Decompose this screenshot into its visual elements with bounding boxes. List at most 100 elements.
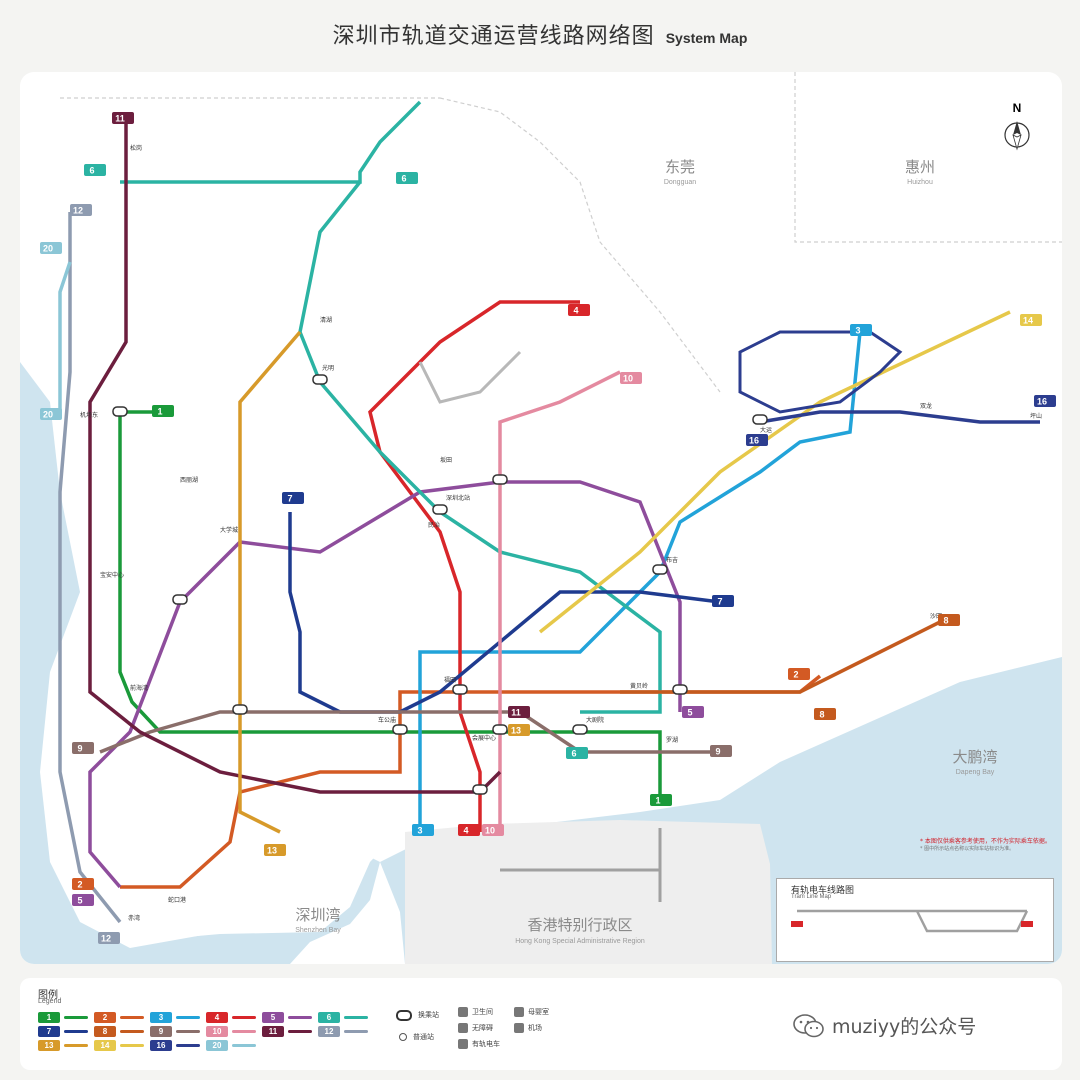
region-dongguan: 东莞 <box>665 158 695 176</box>
line-badge-9[interactable]: 9 <box>710 745 732 757</box>
line-badge: 13 <box>38 1039 60 1051</box>
map-panel[interactable]: 东莞 Dongguan 惠州 Huizhou 大鹏湾 Dapeng Bay 深圳… <box>20 72 1062 964</box>
svg-text:4: 4 <box>463 826 468 836</box>
watermark: muziyy的公众号 <box>792 1012 976 1039</box>
svg-text:13: 13 <box>267 846 277 856</box>
line-badge-4[interactable]: 4 <box>568 304 590 316</box>
map-notes: * 本图仅供乘客参考使用，不作为实际乘车依据。 * 图中所示站点名称以实际车站标… <box>920 838 1060 853</box>
line-swatch <box>176 1029 200 1033</box>
line-badge-1[interactable]: 1 <box>650 794 672 806</box>
line-badge-12[interactable]: 12 <box>98 932 120 944</box>
interchange-13 <box>312 374 328 385</box>
line-3-loop <box>738 330 903 414</box>
interchange-2 <box>392 724 408 735</box>
line-badge-12[interactable]: 12 <box>70 204 92 216</box>
line-swatch <box>344 1029 368 1033</box>
legend-interchange-label: 换乘站 <box>418 1011 439 1019</box>
region-huizhou-en: Huizhou <box>907 179 933 186</box>
line-badge: 10 <box>206 1025 228 1037</box>
line-badge-3[interactable]: 3 <box>850 324 872 336</box>
svg-text:5: 5 <box>687 708 692 718</box>
facility-label: 卫生间 <box>472 1008 493 1016</box>
line-3-path <box>418 331 862 832</box>
line-badge-6[interactable]: 6 <box>396 172 418 184</box>
interchange-3 <box>452 684 468 695</box>
toilet-icon <box>458 1007 468 1017</box>
tram-icon <box>458 1039 468 1049</box>
metro-map[interactable]: 东莞 Dongguan 惠州 Huizhou 大鹏湾 Dapeng Bay 深圳… <box>20 72 1062 964</box>
line-badge: 6 <box>318 1011 340 1023</box>
svg-text:1: 1 <box>655 796 660 806</box>
line-badge-9[interactable]: 9 <box>72 742 94 754</box>
svg-text:2: 2 <box>77 880 82 890</box>
legend-line-6: 6 <box>318 1010 374 1024</box>
legend-facilities: 卫生间 母婴室 无障碍 机场 有轨电车 <box>458 1004 568 1052</box>
line-badge-1[interactable]: 1 <box>152 405 174 417</box>
line-badge-10[interactable]: 10 <box>482 824 504 836</box>
line-badge-11[interactable]: 11 <box>508 706 530 718</box>
interchange-11 <box>672 684 688 695</box>
line-badge-5[interactable]: 5 <box>72 894 94 906</box>
line-badge-20[interactable]: 20 <box>40 408 62 420</box>
line-badge-4[interactable]: 4 <box>458 824 480 836</box>
interchange-icon <box>396 1009 412 1021</box>
line-badge-8[interactable]: 8 <box>938 614 960 626</box>
legend-line-11: 11 <box>262 1024 318 1038</box>
line-badge-13[interactable]: 13 <box>508 724 530 736</box>
line-badge-6[interactable]: 6 <box>566 747 588 759</box>
station-label: 坪山 <box>1030 412 1042 420</box>
note-gray: * 图中所示站点名称以实际车站标识为准。 <box>920 846 1015 852</box>
legend-line-8: 8 <box>94 1024 150 1038</box>
line-badge-8[interactable]: 8 <box>814 708 836 720</box>
line-11-path <box>88 122 502 794</box>
line-badge-6[interactable]: 6 <box>84 164 106 176</box>
station-label: 深圳北站 <box>446 494 470 502</box>
compass-needle-south <box>1012 134 1022 151</box>
line-badge-7[interactable]: 7 <box>282 492 304 504</box>
compass-needle-icon <box>1013 121 1021 135</box>
hong-kong-area <box>405 820 772 964</box>
station-label: 会展中心 <box>472 734 496 742</box>
svg-text:5: 5 <box>77 896 82 906</box>
svg-text:11: 11 <box>115 114 125 124</box>
svg-text:6: 6 <box>571 749 576 759</box>
metro-lines <box>58 100 1040 924</box>
line-badge-16[interactable]: 16 <box>746 434 768 446</box>
line-badge-20[interactable]: 20 <box>40 242 62 254</box>
line-badge-5[interactable]: 5 <box>682 706 704 718</box>
line-badge-2[interactable]: 2 <box>72 878 94 890</box>
station-label: 布吉 <box>666 556 678 564</box>
svg-text:20: 20 <box>43 410 53 420</box>
legend-line-4: 4 <box>206 1010 262 1024</box>
line-badge-3[interactable]: 3 <box>412 824 434 836</box>
compass-label: N <box>1013 101 1022 115</box>
line-badge-14[interactable]: 14 <box>1020 314 1042 326</box>
line-badge-13[interactable]: 13 <box>264 844 286 856</box>
legend-line-1: 1 <box>38 1010 94 1024</box>
line-badge-11[interactable]: 11 <box>112 112 134 124</box>
interchange-6 <box>652 564 668 575</box>
legend-line-9: 9 <box>150 1024 206 1038</box>
line-10-path <box>498 370 621 832</box>
line-badge-16[interactable]: 16 <box>1034 395 1056 407</box>
region-huizhou: 惠州 <box>905 158 935 176</box>
line-badge-10[interactable]: 10 <box>620 372 642 384</box>
line-badge-7[interactable]: 7 <box>712 595 734 607</box>
line-16-path <box>759 410 1040 424</box>
line-badge-2[interactable]: 2 <box>788 668 810 680</box>
interchange-markers <box>112 374 768 795</box>
region-shenzhen-bay: 深圳湾 <box>295 906 340 924</box>
interchange-8 <box>172 594 188 605</box>
station-label: 坂田 <box>440 456 452 464</box>
interchange-12 <box>472 784 488 795</box>
line-badge: 8 <box>94 1025 116 1037</box>
legend-line-5: 5 <box>262 1010 318 1024</box>
legend-line-16: 16 <box>150 1038 206 1052</box>
svg-text:10: 10 <box>623 374 633 384</box>
legend-line-14: 14 <box>94 1038 150 1052</box>
svg-text:11: 11 <box>511 708 521 718</box>
tram-terminal-east <box>1021 921 1033 927</box>
legend-symbols: 换乘站 普通站 <box>396 1004 476 1048</box>
tram-map-box[interactable]: 有轨电车线路图 Tram Line Map <box>776 878 1054 962</box>
line-swatch <box>232 1015 256 1019</box>
